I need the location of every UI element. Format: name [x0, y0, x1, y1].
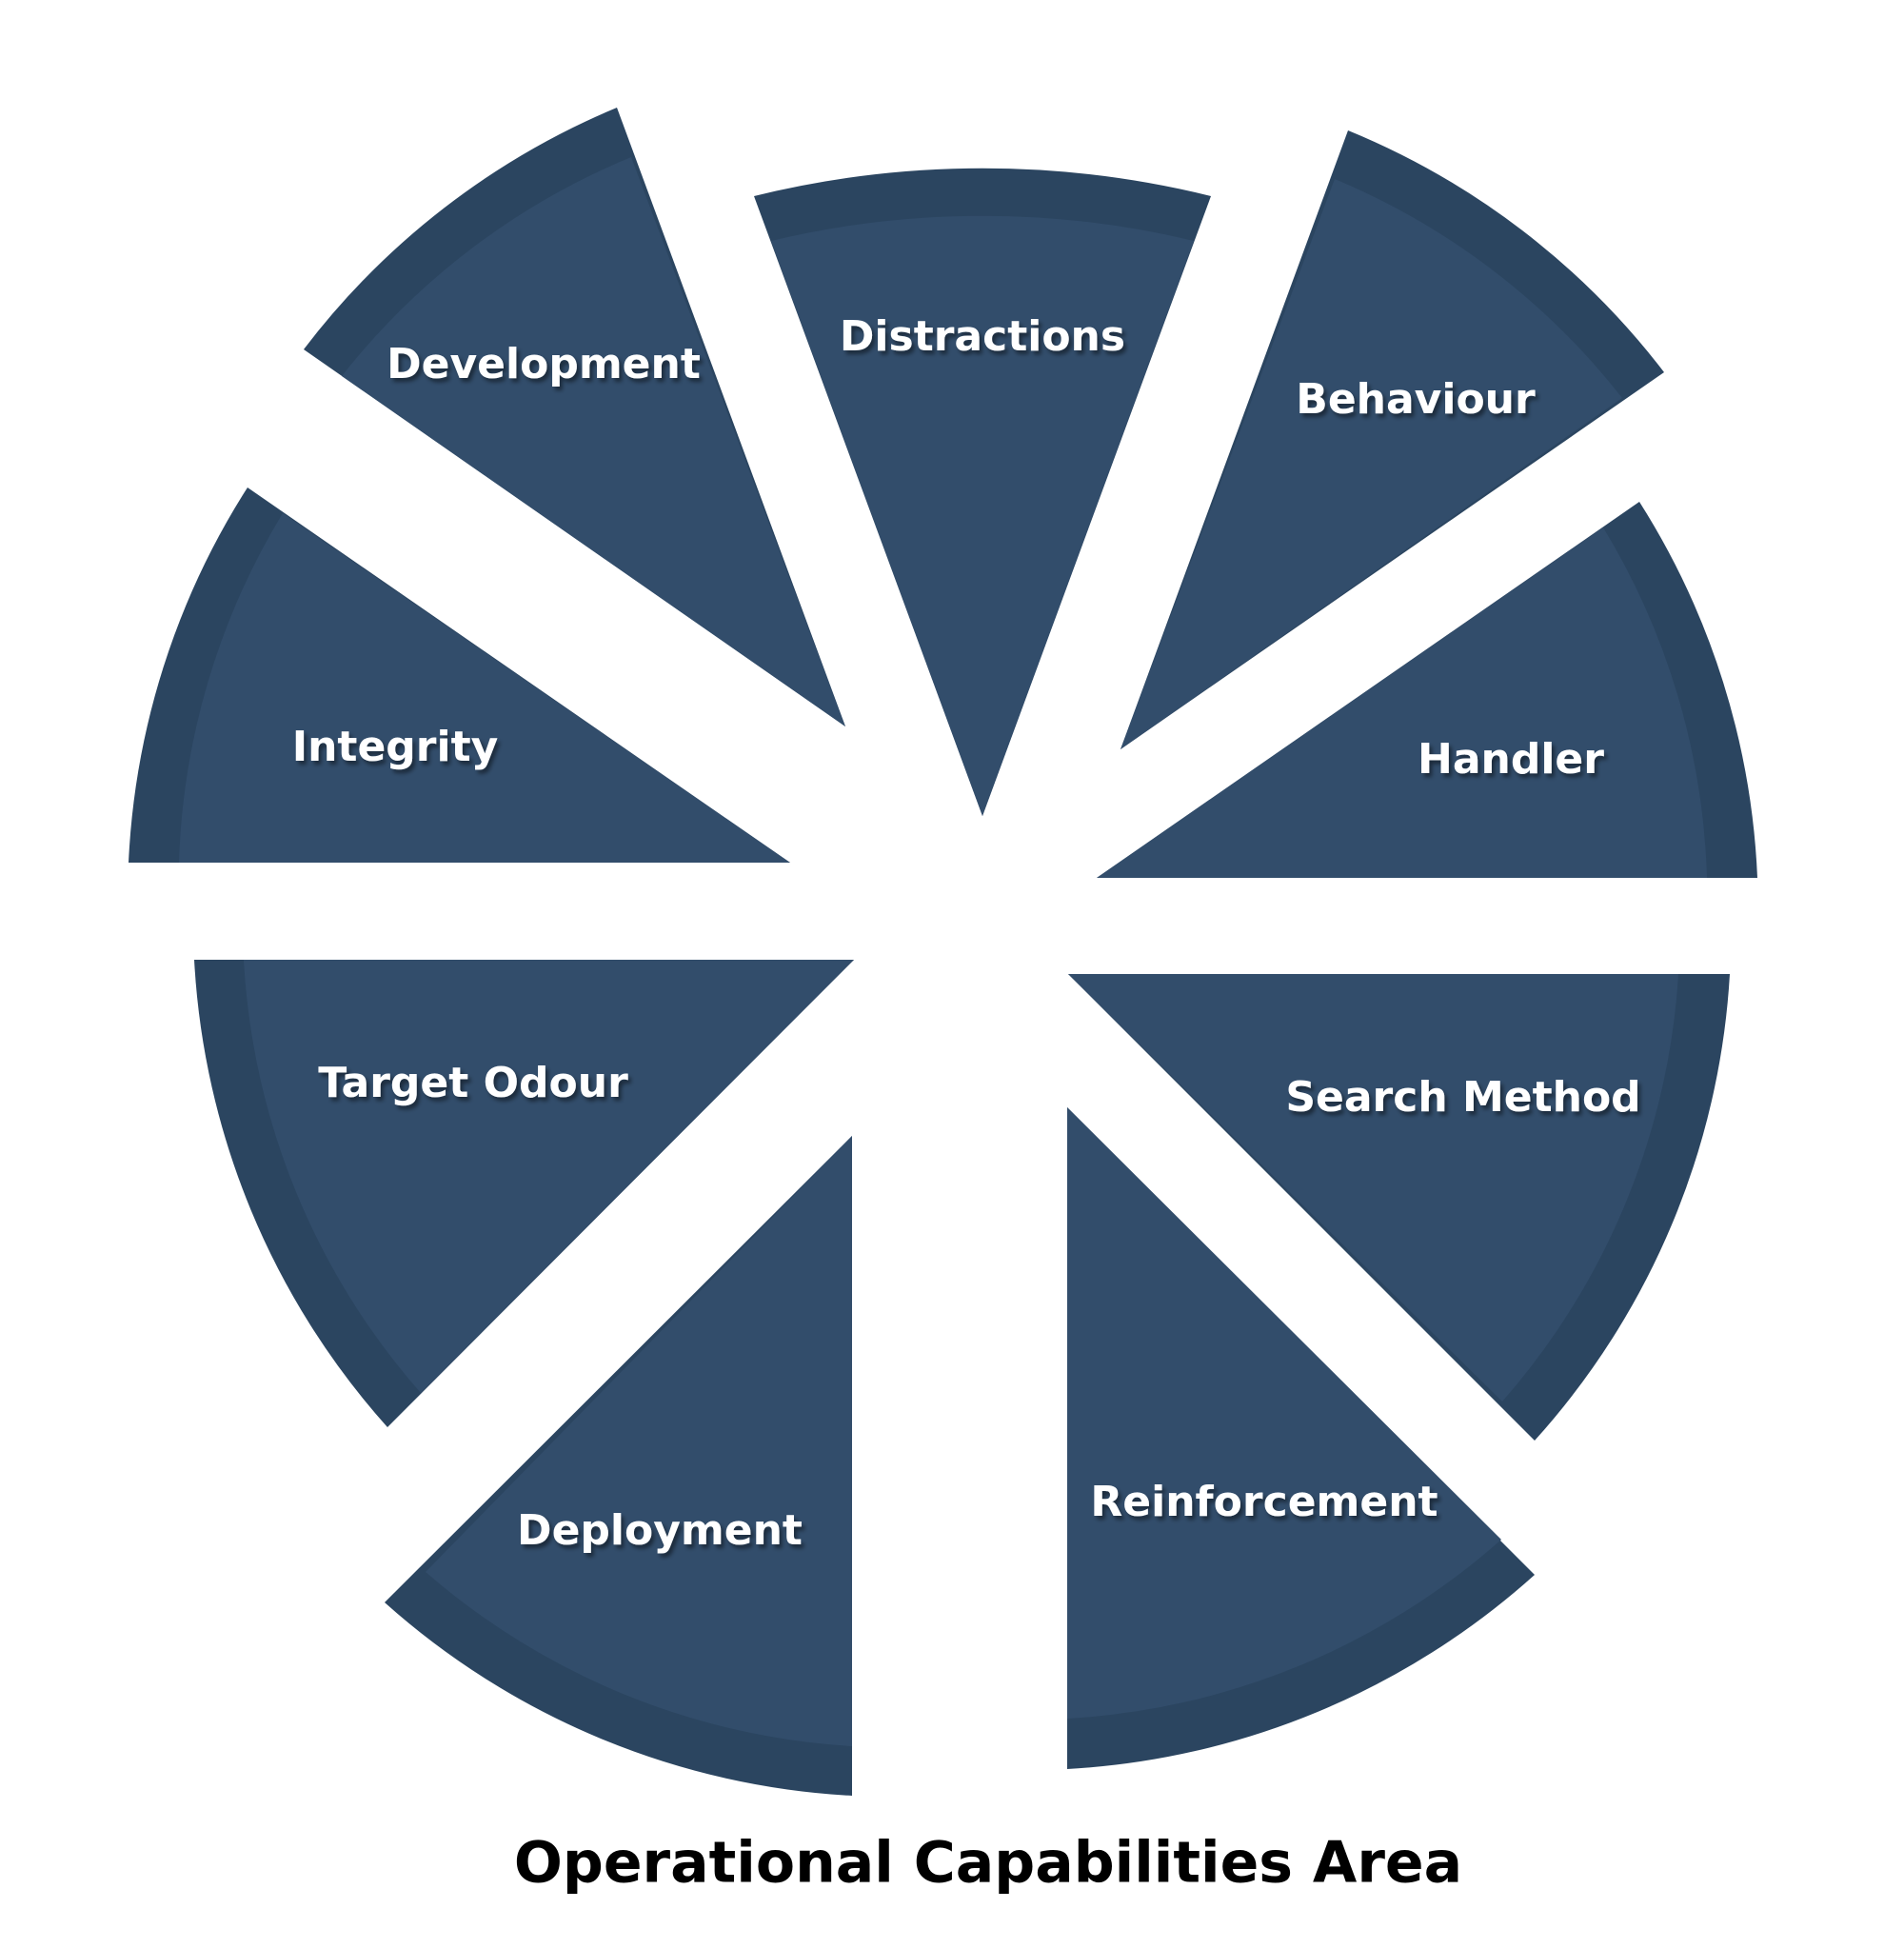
segment-search-method: Search Method [1068, 974, 1730, 1441]
segment-target-odour-body [244, 960, 854, 1393]
segment-integrity-label: Integrity [292, 723, 499, 771]
segment-search-method-body [1068, 974, 1678, 1402]
segment-target-odour-label: Target Odour [318, 1059, 628, 1107]
segment-development-body [342, 157, 845, 726]
segment-search-method-label: Search Method [1285, 1073, 1640, 1122]
segment-handler-label: Handler [1418, 735, 1604, 784]
segment-development-label: Development [387, 340, 701, 388]
segment-target-odour: Target Odour [194, 960, 854, 1427]
segment-integrity-body [179, 513, 790, 863]
segment-deployment-body [426, 1136, 852, 1746]
segment-distractions-label: Distractions [840, 312, 1125, 361]
segment-distractions-body [771, 215, 1194, 816]
segment-handler-body [1097, 527, 1707, 878]
segment-handler: Handler [1097, 502, 1757, 878]
segment-behaviour-body [1121, 179, 1622, 749]
segment-development: Development [304, 108, 845, 726]
segment-integrity: Integrity [129, 487, 790, 863]
segment-deployment: Deployment [385, 1136, 852, 1796]
segment-behaviour-label: Behaviour [1296, 375, 1536, 424]
segment-deployment-label: Deployment [517, 1506, 803, 1555]
segment-reinforcement-label: Reinforcement [1090, 1478, 1438, 1526]
diagram-title: Operational Capabilities Area [514, 1830, 1462, 1897]
segment-distractions: Distractions [754, 168, 1211, 817]
segment-behaviour: Behaviour [1121, 130, 1664, 749]
segment-reinforcement-body [1067, 1107, 1501, 1719]
segment-reinforcement: Reinforcement [1067, 1107, 1535, 1769]
